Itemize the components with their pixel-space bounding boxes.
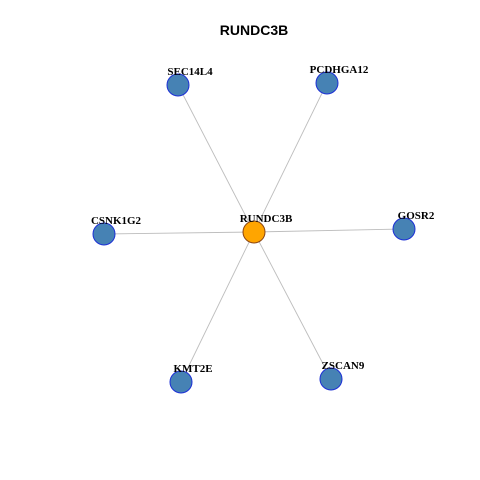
diagram-title: RUNDC3B — [220, 22, 288, 38]
node-csnk1g2[interactable] — [92, 222, 116, 246]
node-label-rundc3b: RUNDC3B — [240, 213, 293, 225]
edge-layer — [103, 82, 405, 383]
node-label-pcdhga12: PCDHGA12 — [310, 64, 369, 76]
node-label-kmt2e: KMT2E — [173, 363, 212, 375]
node-label-gosr2: GOSR2 — [398, 210, 435, 222]
node-label-zscan9: ZSCAN9 — [322, 360, 365, 372]
edge-rundc3b-csnk1g2 — [103, 231, 255, 235]
node-label-csnk1g2: CSNK1G2 — [91, 215, 142, 227]
edge-rundc3b-sec14l4 — [177, 84, 255, 233]
node-label-sec14l4: SEC14L4 — [167, 66, 213, 78]
node-zscan9[interactable] — [319, 367, 343, 391]
node-gosr2[interactable] — [392, 217, 416, 241]
edge-rundc3b-gosr2 — [253, 228, 405, 233]
node-kmt2e[interactable] — [169, 370, 193, 394]
hub-node-rundc3b[interactable] — [242, 220, 266, 244]
edge-rundc3b-zscan9 — [253, 231, 332, 380]
node-sec14l4[interactable] — [166, 73, 190, 97]
node-pcdhga12[interactable] — [315, 71, 339, 95]
edge-rundc3b-pcdhga12 — [253, 82, 328, 233]
edge-rundc3b-kmt2e — [180, 231, 255, 383]
